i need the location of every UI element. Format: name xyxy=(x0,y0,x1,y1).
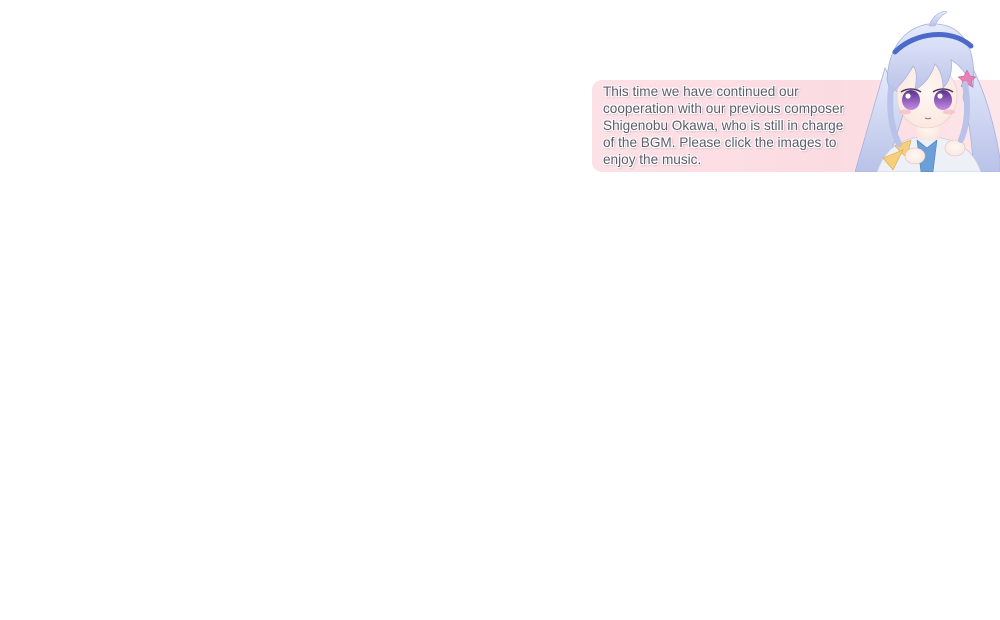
character-illustration xyxy=(855,8,1000,172)
banner-line-5: enjoy the music. xyxy=(603,152,702,167)
character-portrait-icon xyxy=(855,11,1000,172)
banner-line-2: cooperation with our previous composer xyxy=(603,101,845,116)
banner-text: This time we have continued our cooperat… xyxy=(603,83,865,168)
banner-line-4: of the BGM. Please click the images to xyxy=(603,135,837,150)
banner-line-3: Shigenobu Okawa, who is still in charge xyxy=(603,118,844,133)
banner-line-1: This time we have continued our xyxy=(603,84,799,99)
